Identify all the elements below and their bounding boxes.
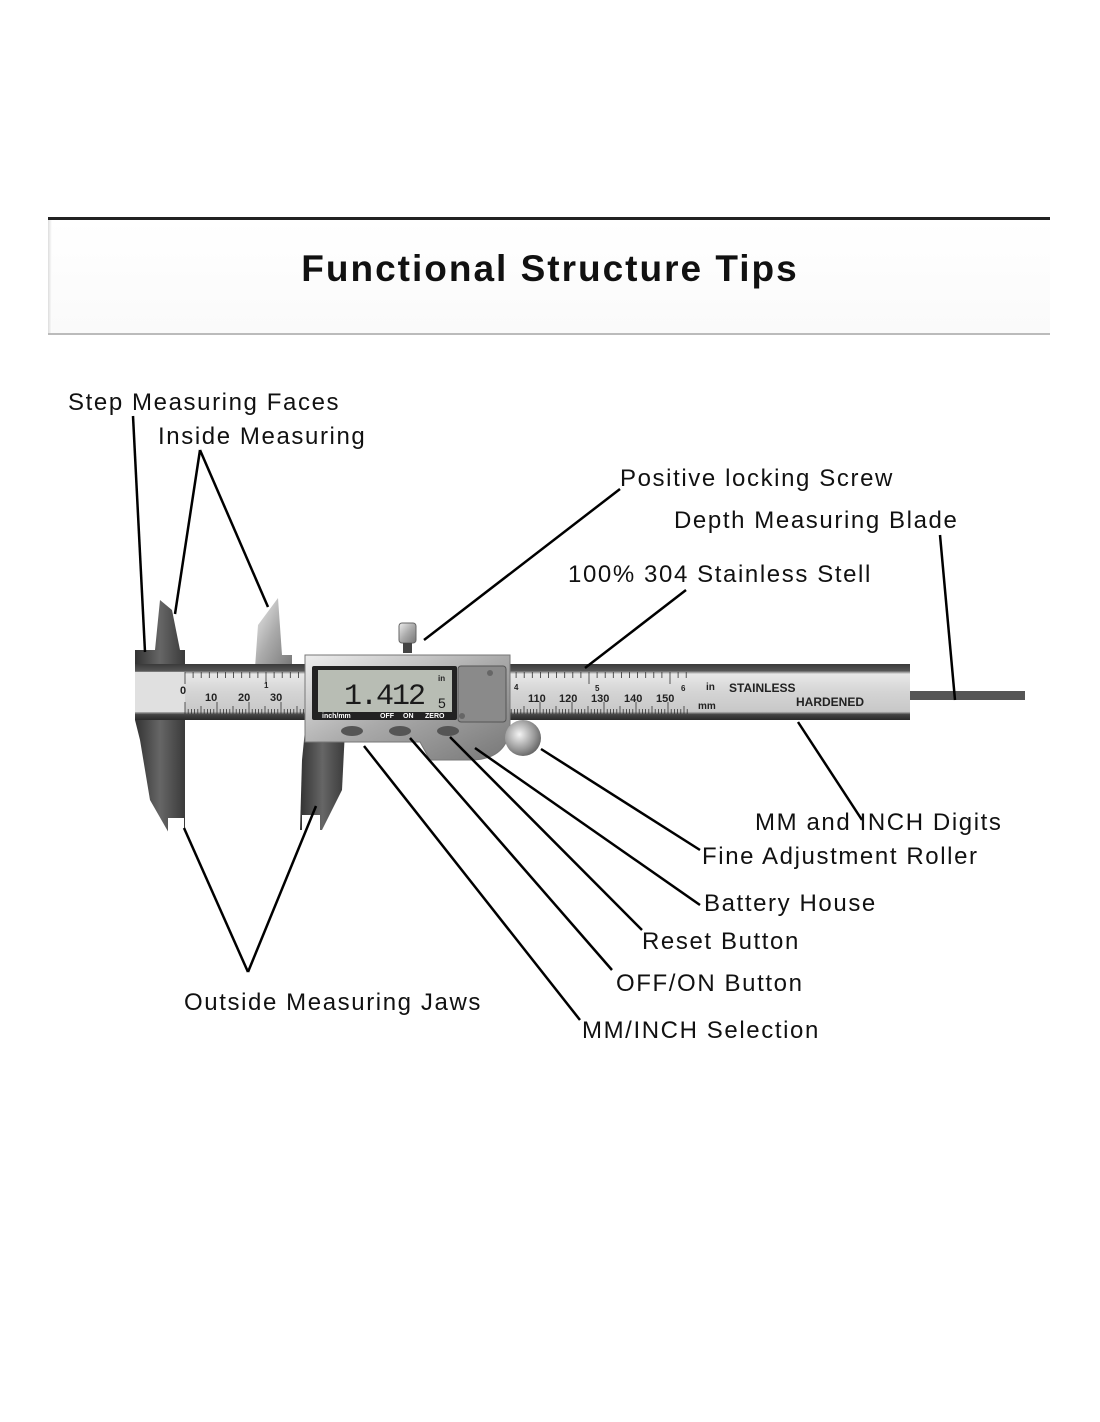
mm-inch-button[interactable] bbox=[341, 726, 363, 736]
stainless-text: STAINLESS bbox=[729, 681, 795, 695]
title-band bbox=[48, 217, 1050, 335]
inch-mark: 1 bbox=[264, 681, 269, 690]
label-mm-inch-digits: MM and INCH Digits bbox=[755, 809, 1003, 836]
label-mm-inch-selection: MM/INCH Selection bbox=[582, 1017, 820, 1044]
depth-blade bbox=[905, 691, 1025, 700]
zero-button[interactable] bbox=[437, 726, 459, 736]
lcd-unit: in bbox=[438, 674, 445, 683]
main-beam bbox=[135, 664, 910, 720]
label-outside-jaws: Outside Measuring Jaws bbox=[184, 989, 482, 1016]
scale-label: 120 bbox=[559, 693, 577, 705]
slider-inside-jaw bbox=[255, 598, 292, 668]
scale-label: 150 bbox=[656, 693, 674, 705]
scale-label: 140 bbox=[624, 693, 642, 705]
battery-screw bbox=[487, 670, 493, 676]
label-battery-house: Battery House bbox=[704, 890, 877, 917]
inch-mark: 6 bbox=[681, 684, 686, 693]
battery-screw bbox=[459, 713, 465, 719]
scale-left-labels: 0 10 20 30 1 bbox=[180, 681, 282, 704]
slider-outside-jaw bbox=[300, 730, 345, 830]
scale-label: 10 bbox=[205, 692, 217, 704]
battery-cover bbox=[457, 665, 507, 723]
label-stainless: 100% 304 Stainless Stell bbox=[568, 561, 872, 588]
scale-label: 20 bbox=[238, 692, 250, 704]
button-label-on: ON bbox=[403, 713, 414, 720]
unit-in: in bbox=[706, 682, 715, 693]
inch-mark: 5 bbox=[595, 684, 600, 693]
locking-screw bbox=[398, 622, 417, 644]
scale-label: 130 bbox=[591, 693, 609, 705]
button-label-off: OFF bbox=[380, 713, 395, 720]
lcd-value: 1.412 bbox=[344, 680, 424, 714]
label-step-measuring-faces: Step Measuring Faces bbox=[68, 389, 341, 416]
off-on-button[interactable] bbox=[389, 726, 411, 736]
label-inside-measuring: Inside Measuring bbox=[158, 423, 367, 450]
leader-lines bbox=[131, 415, 957, 1021]
button-label-inchmm: inch/mm bbox=[322, 713, 351, 720]
page-title: Functional Structure Tips bbox=[301, 248, 799, 289]
jaw-tip bbox=[168, 818, 184, 853]
scale-ticks bbox=[184, 672, 688, 714]
scale-label: 0 bbox=[180, 685, 186, 697]
unit-mm: mm bbox=[698, 701, 716, 712]
lcd-sub: 5 bbox=[438, 695, 446, 711]
lcd-screen bbox=[318, 670, 452, 712]
fine-adjustment-roller[interactable] bbox=[505, 720, 541, 756]
button-label-zero: ZERO bbox=[425, 713, 445, 720]
label-reset-button: Reset Button bbox=[642, 928, 800, 955]
screw-stem bbox=[403, 643, 412, 653]
label-fine-roller: Fine Adjustment Roller bbox=[702, 843, 979, 870]
scale-label: 110 bbox=[528, 693, 546, 705]
label-locking-screw: Positive locking Screw bbox=[620, 465, 894, 492]
jaw-tip bbox=[302, 815, 320, 845]
beam-end bbox=[135, 672, 185, 712]
label-off-on-button: OFF/ON Button bbox=[616, 970, 804, 997]
scale-right-labels: 110 120 130 140 150 4 5 6 in mm STAINLES… bbox=[514, 681, 864, 712]
inch-mark: 4 bbox=[514, 683, 519, 692]
scale-label: 30 bbox=[270, 692, 282, 704]
label-depth-blade: Depth Measuring Blade bbox=[674, 507, 959, 534]
hardened-text: HARDENED bbox=[796, 695, 864, 709]
